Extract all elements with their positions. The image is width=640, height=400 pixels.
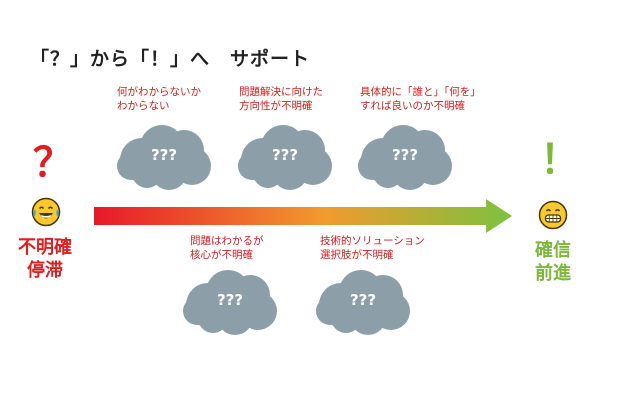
- question-cloud: ???: [114, 120, 214, 190]
- face-with-tears-of-joy-icon: [31, 197, 61, 227]
- question-cloud: ???: [313, 265, 413, 335]
- right-status: 確信 前進: [523, 239, 583, 285]
- caption-line: 具体的に「誰と」「何を」: [360, 86, 481, 98]
- grinning-face-icon: [538, 200, 568, 230]
- cloud-caption: 何がわからないか わからない: [117, 85, 201, 113]
- left-status-line1: 不明確: [18, 237, 72, 258]
- cloud-text: ???: [150, 146, 178, 164]
- progress-arrow: [94, 199, 512, 233]
- exclamation-mark: ！: [540, 137, 580, 183]
- cloud-text: ???: [271, 146, 299, 164]
- caption-line: 核心が不明確: [190, 249, 253, 261]
- caption-line: 選択肢が不明確: [320, 249, 394, 261]
- caption-line: すれば良いのか不明確: [360, 100, 465, 112]
- cloud-text: ???: [216, 291, 244, 309]
- cloud-caption: 技術的ソリューション 選択肢が不明確: [320, 234, 425, 262]
- left-status-line2: 停滞: [27, 260, 63, 281]
- cloud-caption: 問題解決に向けた 方向性が不明確: [239, 85, 323, 113]
- caption-line: 問題はわかるが: [190, 235, 264, 247]
- caption-line: 問題解決に向けた: [239, 86, 323, 98]
- slide-title: 「？」から「！」へ サポート: [30, 48, 311, 70]
- cloud-caption: 具体的に「誰と」「何を」 すれば良いのか不明確: [360, 85, 481, 113]
- question-cloud: ???: [180, 265, 280, 335]
- question-mark: ？: [33, 140, 73, 186]
- caption-line: わからない: [117, 100, 170, 112]
- caption-line: 何がわからないか: [117, 86, 201, 98]
- left-status: 不明確 停滞: [15, 236, 75, 282]
- right-status-line1: 確信: [535, 240, 571, 261]
- caption-line: 方向性が不明確: [239, 100, 313, 112]
- cloud-caption: 問題はわかるが 核心が不明確: [190, 234, 264, 262]
- cloud-text: ???: [391, 146, 419, 164]
- question-cloud: ???: [235, 120, 335, 190]
- question-cloud: ???: [355, 120, 455, 190]
- right-status-line2: 前進: [535, 263, 571, 284]
- cloud-text: ???: [349, 291, 377, 309]
- caption-line: 技術的ソリューション: [320, 235, 425, 247]
